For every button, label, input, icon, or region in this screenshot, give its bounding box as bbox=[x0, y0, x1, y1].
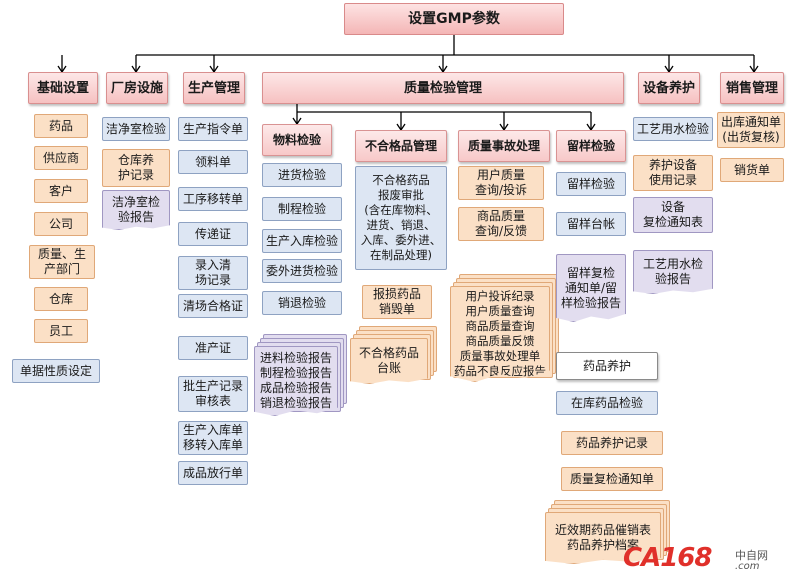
ca168-watermark: CA168 中自网 .com bbox=[623, 543, 795, 575]
production-batch-review: 批生产记录 审核表 bbox=[178, 376, 248, 412]
basic-item-staff: 员工 bbox=[34, 319, 88, 343]
material-stock-in-check: 生产入库检验 bbox=[262, 229, 342, 253]
header-sales: 销售管理 bbox=[720, 72, 784, 104]
retention-recheck-report: 留样复检 通知单/留 样检验报告 bbox=[556, 254, 626, 322]
watermark-cn-text: 中自网 bbox=[735, 549, 768, 562]
incident-user-complaint: 用户质量 查询/投诉 bbox=[458, 166, 544, 200]
material-return-check: 销退检验 bbox=[262, 291, 342, 315]
care-reports: 近效期药品催销表 药品养护档案 bbox=[545, 512, 661, 564]
production-material-requisition: 领料单 bbox=[178, 150, 248, 174]
production-permit: 准产证 bbox=[178, 336, 248, 360]
production-clearance-record: 录入清 场记录 bbox=[178, 256, 248, 290]
production-stock-in: 生产入库单 移转入库单 bbox=[178, 421, 248, 455]
material-incoming-check: 进货检验 bbox=[262, 163, 342, 187]
header-facility: 厂房设施 bbox=[106, 72, 168, 104]
equipment-water-report: 工艺用水检 验报告 bbox=[633, 250, 713, 294]
sub-quality-incident: 质量事故处理 bbox=[458, 130, 550, 162]
retention-ledger: 留样台帐 bbox=[556, 212, 626, 236]
equipment-recheck-notice: 设备 复检通知表 bbox=[633, 197, 713, 233]
equipment-water-check: 工艺用水检验 bbox=[633, 117, 713, 141]
header-quality-inspection: 质量检验管理 bbox=[262, 72, 624, 104]
facility-warehouse-care-record: 仓库养 护记录 bbox=[102, 149, 170, 187]
nonconform-ledger: 不合格药品 台账 bbox=[350, 338, 428, 384]
basic-item-drug: 药品 bbox=[34, 114, 88, 138]
incident-reports: 用户投诉纪录 用户质量查询 商品质量查询 商品质量反馈 质量事故处理单 药品不良… bbox=[450, 286, 550, 382]
care-recheck-notice: 质量复检通知单 bbox=[561, 467, 663, 491]
material-process-check: 制程检验 bbox=[262, 197, 342, 221]
production-process-transfer: 工序移转单 bbox=[178, 187, 248, 211]
retention-inspection: 留样检验 bbox=[556, 172, 626, 196]
facility-clean-room-report: 洁净室检 验报告 bbox=[102, 190, 170, 230]
sales-order: 销货单 bbox=[720, 158, 784, 182]
header-production: 生产管理 bbox=[183, 72, 245, 104]
production-release: 成品放行单 bbox=[178, 461, 248, 485]
facility-clean-room-check: 洁净室检验 bbox=[102, 117, 170, 141]
watermark-url-text: .com bbox=[735, 561, 760, 572]
header-basic-settings: 基础设置 bbox=[28, 72, 98, 104]
material-outsource-check: 委外进货检验 bbox=[262, 259, 342, 283]
basic-item-quality-dept: 质量、生 产部门 bbox=[29, 245, 95, 279]
production-order: 生产指令单 bbox=[178, 117, 248, 141]
basic-item-supplier: 供应商 bbox=[34, 146, 88, 170]
nonconform-scrap-destroy: 报损药品 销毁单 bbox=[362, 285, 432, 319]
root-node: 设置GMP参数 bbox=[344, 3, 564, 35]
production-transfer-certificate: 传递证 bbox=[178, 222, 248, 246]
basic-item-customer: 客户 bbox=[34, 179, 88, 203]
sub-material-inspection: 物料检验 bbox=[262, 124, 332, 156]
basic-item-doc-type: 单据性质设定 bbox=[12, 359, 100, 383]
sub-drug-care: 药品养护 bbox=[556, 352, 658, 380]
basic-item-warehouse: 仓库 bbox=[34, 287, 88, 311]
production-clearance-certificate: 清场合格证 bbox=[178, 294, 248, 318]
incident-product-feedback: 商品质量 查询/反馈 bbox=[458, 207, 544, 241]
ca168-logo: CA168 bbox=[623, 543, 712, 573]
basic-item-company: 公司 bbox=[34, 212, 88, 236]
material-reports: 进料检验报告 制程检验报告 成品检验报告 销退检验报告 bbox=[254, 346, 338, 416]
sub-retention-sample: 留样检验 bbox=[556, 130, 626, 162]
care-record: 药品养护记录 bbox=[561, 431, 663, 455]
equipment-usage-record: 养护设备 使用记录 bbox=[633, 155, 713, 191]
sub-nonconforming: 不合格品管理 bbox=[355, 130, 447, 162]
nonconform-scrap-approval: 不合格药品 报废审批 (含在库物料、 进货、销退、 入库、委外进、 在制品处理) bbox=[355, 166, 447, 270]
sales-delivery-notice: 出库通知单 (出货复核) bbox=[717, 112, 785, 148]
header-equipment-maintenance: 设备养护 bbox=[638, 72, 700, 104]
care-stock-inspection: 在库药品检验 bbox=[556, 391, 658, 415]
